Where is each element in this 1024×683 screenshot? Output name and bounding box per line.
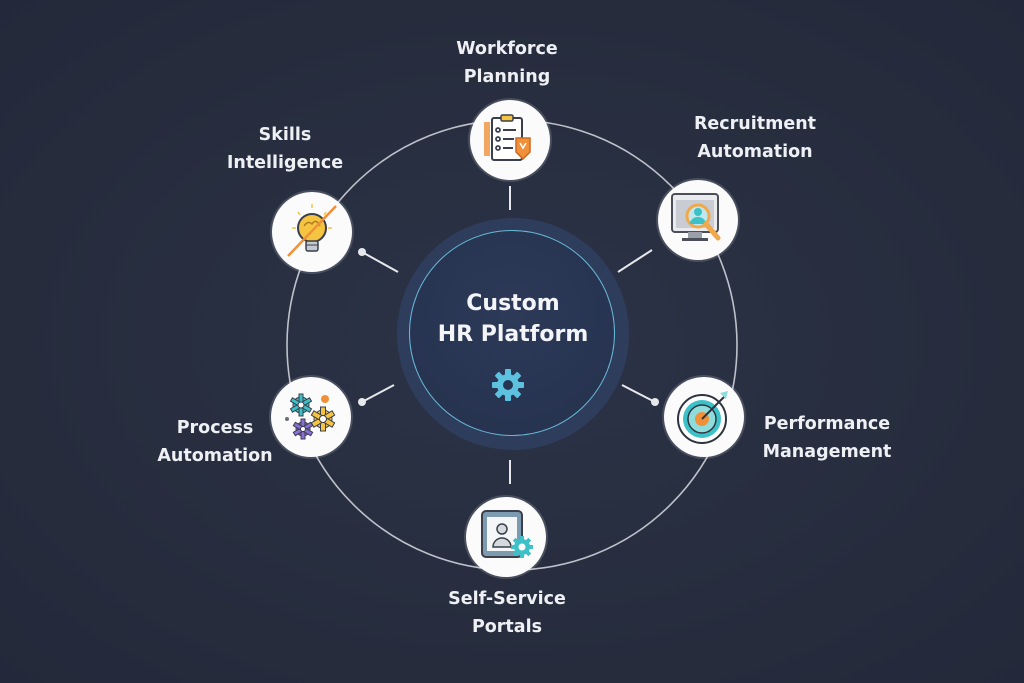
hub-title-line1: Custom (466, 291, 560, 316)
hub-title-line2: HR Platform (437, 322, 589, 347)
performance-management-node[interactable] (664, 377, 744, 457)
self-service-portals-node[interactable] (466, 497, 546, 577)
label-line2: Automation (697, 142, 813, 162)
label-line1: Performance (763, 414, 891, 434)
label-line2: Planning (463, 67, 551, 87)
gear-icon (492, 369, 524, 401)
process-automation-node[interactable] (271, 377, 351, 457)
gears-icon (285, 393, 336, 440)
monitor-magnifier-icon (671, 193, 721, 241)
label-line1: Workforce (456, 39, 558, 59)
skills-intelligence-node[interactable] (272, 192, 352, 272)
workforce-planning-node[interactable] (470, 100, 550, 180)
label-line2: Portals (471, 617, 543, 637)
label-line2: Intelligence (226, 153, 344, 173)
skills-intelligence-label: Skills Intelligence (210, 121, 360, 177)
hub-title: Custom HR Platform (397, 288, 629, 350)
performance-management-label: Performance Management (752, 410, 902, 466)
target-arrow-icon (677, 391, 728, 444)
lightbulb-brain-icon (287, 204, 337, 257)
label-line1: Skills (258, 125, 312, 145)
self-service-portals-label: Self-Service Portals (432, 585, 582, 641)
process-automation-label: Process Automation (140, 414, 290, 470)
clipboard-checklist-icon (484, 114, 531, 161)
recruitment-automation-label: Recruitment Automation (680, 110, 830, 166)
label-line1: Process (176, 418, 254, 438)
label-line2: Automation (157, 446, 273, 466)
label-line1: Recruitment (693, 114, 817, 134)
hub-inner-circle (409, 230, 615, 436)
recruitment-automation-node[interactable] (658, 180, 738, 260)
workforce-planning-label: Workforce Planning (432, 35, 582, 91)
label-line1: Self-Service (448, 589, 566, 609)
label-line2: Management (762, 442, 892, 462)
tablet-user-gear-icon (481, 510, 533, 558)
